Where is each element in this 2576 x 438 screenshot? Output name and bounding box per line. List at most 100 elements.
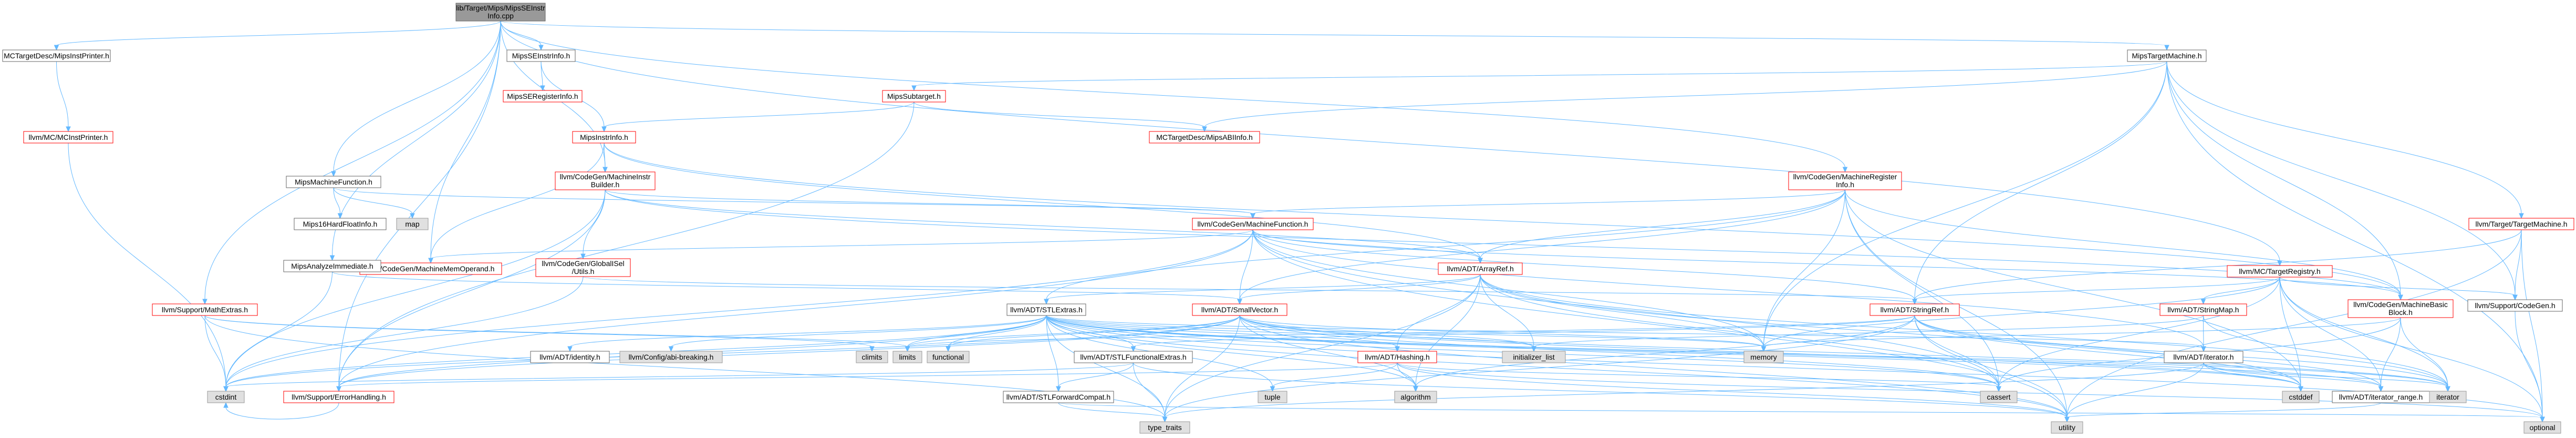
node-utility[interactable]: utility	[2051, 421, 2083, 434]
node-adt-iterator-range[interactable]: llvm/ADT/iterator_range.h	[2332, 391, 2430, 403]
node-limits[interactable]: limits	[892, 351, 922, 363]
node-type-traits[interactable]: type_traits	[1139, 421, 1190, 434]
node-adt-iterator[interactable]: llvm/ADT/iterator.h	[2164, 351, 2243, 363]
node-mctargetdesc-mipsabiinfo[interactable]: MCTargetDesc/MipsABIInfo.h	[1149, 131, 1260, 144]
node-adt-smallvector[interactable]: llvm/ADT/SmallVector.h	[1192, 303, 1287, 316]
edge-codegen_machinebasicblock-to-memory	[1761, 317, 2401, 352]
node-codegen-machinefunction[interactable]: llvm/CodeGen/MachineFunction.h	[1192, 218, 1314, 230]
edge-mc_targetregistry-to-adt_stringmap	[2200, 277, 2280, 305]
node-support-mathextras[interactable]: llvm/Support/MathExtras.h	[152, 303, 258, 316]
edge-mipstargetmachine-to-codegen_machinebasicblock	[2166, 61, 2403, 301]
node-label: Mips16HardFloatInfo.h	[303, 220, 378, 228]
node-functional[interactable]: functional	[927, 351, 970, 363]
node-label: MipsSEInstrInfo.h	[512, 52, 570, 60]
node-label: iterator	[2436, 393, 2459, 401]
node-adt-stlextras[interactable]: llvm/ADT/STLExtras.h	[1006, 303, 1086, 316]
edge-root-to-mctargetdesc_mipsinstprinter	[54, 21, 501, 51]
node-mipsmachinefunction[interactable]: MipsMachineFunction.h	[286, 176, 381, 188]
edge-adt_hashing-to-tuple	[1270, 362, 1398, 392]
node-adt-identity[interactable]: llvm/ADT/identity.h	[530, 351, 610, 363]
node-mctargetdesc-mipsinstprinter[interactable]: MCTargetDesc/MipsInstPrinter.h	[2, 49, 111, 62]
node-label: lib/Target/Mips/MipsSEInstr	[456, 4, 545, 12]
edge-mipsanalyzeimmediate-to-adt_smallvector	[332, 271, 1242, 305]
edge-target_targetmachine-to-support_codegen	[2512, 229, 2522, 301]
edge-mipsmachinefunction-to-map	[333, 187, 415, 219]
edge-support_mathextras-to-climits	[204, 315, 875, 352]
node-label: llvm/ADT/identity.h	[539, 353, 600, 361]
node-iterator[interactable]: iterator	[2429, 391, 2467, 403]
edge-mipstargetmachine-to-mctargetdesc_mipsabiinfo	[1202, 61, 2167, 133]
node-codegen-globalisel-utils[interactable]: llvm/CodeGen/GlobalISel/Utils.h	[535, 258, 631, 277]
edge-mipstargetmachine-to-adt_stringref	[1912, 61, 2167, 305]
node-label: algorithm	[1400, 393, 1431, 401]
node-mipsseinstrinfo[interactable]: MipsSEInstrInfo.h	[506, 49, 576, 62]
node-mc-targetregistry[interactable]: llvm/MC/TargetRegistry.h	[2227, 265, 2333, 278]
node-climits[interactable]: climits	[856, 351, 888, 363]
edge-adt_arrayref-to-initializer_list	[1480, 274, 1536, 352]
edge-adt_iterator-to-type_traits	[1162, 362, 2204, 423]
node-adt-stringref[interactable]: llvm/ADT/StringRef.h	[1869, 303, 1960, 316]
node-map[interactable]: map	[396, 218, 429, 230]
node-label: limits	[899, 353, 916, 361]
node-adt-hashing[interactable]: llvm/ADT/Hashing.h	[1357, 351, 1437, 363]
node-initializer-list[interactable]: initializer_list	[1502, 351, 1566, 363]
node-adt-stlfunctionalextras[interactable]: llvm/ADT/STLFunctionalExtras.h	[1074, 351, 1193, 363]
node-llvm-mc-mcinstprinter[interactable]: llvm/MC/MCInstPrinter.h	[23, 131, 113, 144]
node-config-abi-breaking[interactable]: llvm/Config/abi-breaking.h	[619, 351, 723, 363]
node-adt-stringmap[interactable]: llvm/ADT/StringMap.h	[2159, 303, 2247, 316]
edge-codegen_machinefunction-to-utility	[1252, 229, 2070, 423]
node-label: llvm/CodeGen/MachineInstr	[560, 172, 651, 181]
edge-mipsinstrinfo-to-codegen_machinememoperand	[428, 142, 605, 264]
node-mipssubtarget[interactable]: MipsSubtarget.h	[882, 90, 946, 103]
edge-adt_stringmap-to-initializer_list	[1531, 315, 2204, 352]
node-memory[interactable]: memory	[1743, 351, 1784, 363]
edge-adt_hashing-to-support_errorhandling	[336, 362, 1398, 392]
edge-root-to-codegen_machinememoperand	[428, 21, 501, 264]
edge-target_targetmachine-to-adt_stringref	[1912, 229, 2522, 305]
node-adt-arrayref[interactable]: llvm/ADT/ArrayRef.h	[1438, 262, 1523, 275]
node-adt-stlforwardcompat[interactable]: llvm/ADT/STLForwardCompat.h	[1003, 391, 1114, 403]
node-label: Info.h	[1836, 180, 1854, 189]
node-label: llvm/MC/TargetRegistry.h	[2239, 267, 2320, 276]
edge-adt_arrayref-to-cstddef	[1480, 274, 2303, 392]
edge-codegen_machineinstrbuilder-to-codegen_machinefunction	[605, 189, 1255, 219]
node-mips16hardfloatinfo[interactable]: Mips16HardFloatInfo.h	[294, 218, 387, 230]
node-optional[interactable]: optional	[2523, 421, 2561, 434]
node-mipsinstrinfo[interactable]: MipsInstrInfo.h	[572, 131, 636, 144]
node-cstddef[interactable]: cstddef	[2282, 391, 2320, 403]
edge-adt_iterator-to-adt_iterator_range	[2203, 362, 2384, 392]
edge-adt_iterator-to-iterator	[2203, 362, 2450, 392]
edge-root-to-mipsanalyzeimmediate	[329, 21, 501, 261]
node-label: Info.cpp	[487, 12, 514, 20]
node-support-codegen[interactable]: llvm/Support/CodeGen.h	[2467, 299, 2563, 312]
node-algorithm[interactable]: algorithm	[1394, 391, 1437, 403]
node-label: cstddef	[2289, 393, 2312, 401]
edge-codegen_machineregisterinfo-to-cassert	[1845, 189, 2001, 392]
node-codegen-machinememoperand[interactable]: llvm/CodeGen/MachineMemOperand.h	[359, 262, 502, 275]
edge-codegen_machinefunction-to-codegen_machinebasicblock	[1252, 229, 2403, 301]
edge-mipsinstrinfo-to-codegen_machinebasicblock	[604, 142, 2403, 301]
edge-root-to-mipsseinstrinfo	[500, 21, 544, 51]
node-cassert[interactable]: cassert	[1980, 391, 2018, 403]
node-cstdint[interactable]: cstdint	[207, 391, 245, 403]
edge-codegen_machinefunction-to-cstdint	[223, 229, 1253, 392]
edge-codegen_machinefunction-to-adt_smallvector	[1237, 229, 1253, 305]
edge-mipstargetmachine-to-target_targetmachine	[2166, 61, 2524, 219]
node-tuple[interactable]: tuple	[1258, 391, 1287, 403]
node-mipsseregisterinfo[interactable]: MipsSERegisterInfo.h	[503, 90, 583, 103]
node-support-errorhandling[interactable]: llvm/Support/ErrorHandling.h	[283, 391, 394, 403]
edge-root-to-mipstargetmachine	[500, 21, 2169, 51]
edge-adt_stringref-to-cstddef	[1914, 315, 2303, 392]
node-target-targetmachine[interactable]: llvm/Target/TargetMachine.h	[2468, 218, 2574, 230]
node-label: llvm/MC/MCInstPrinter.h	[29, 133, 108, 141]
node-mipstargetmachine[interactable]: MipsTargetMachine.h	[2127, 49, 2207, 62]
node-label: llvm/ADT/StringMap.h	[2167, 305, 2239, 314]
edge-adt_stlfunctionalextras-to-adt_stlforwardcompat	[1056, 362, 1134, 392]
node-mipsanalyzeimmediate[interactable]: MipsAnalyzeImmediate.h	[283, 260, 381, 272]
edge-adt_stringref-to-cassert	[1914, 315, 2001, 392]
node-label: MCTargetDesc/MipsInstPrinter.h	[4, 52, 109, 60]
